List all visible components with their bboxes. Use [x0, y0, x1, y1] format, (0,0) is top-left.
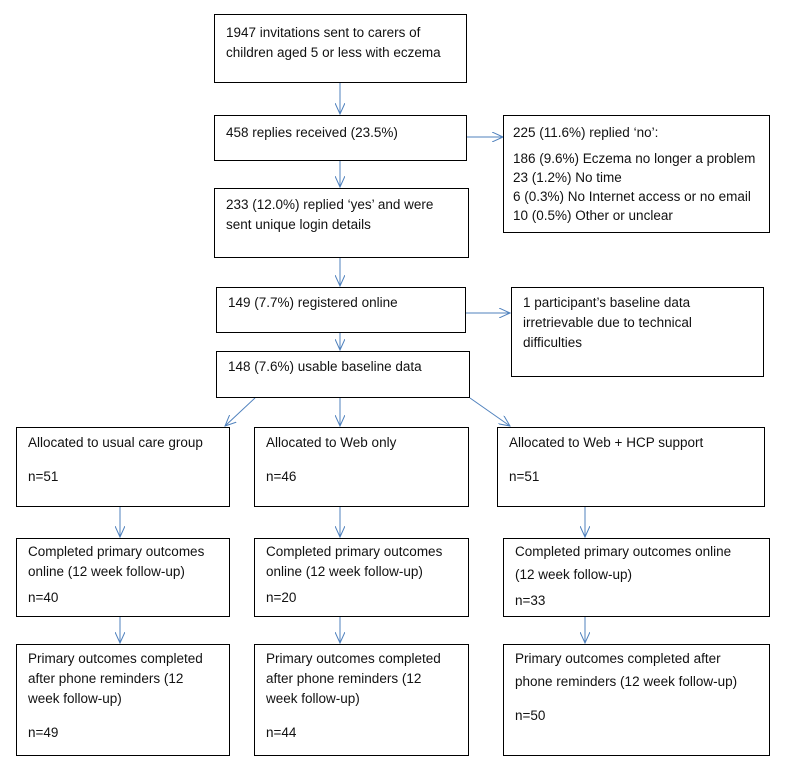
registered-line: 149 (7.7%) registered online: [228, 295, 398, 310]
alloc-hcp-title: Allocated to Web + HCP support: [509, 435, 704, 450]
alloc-web-title: Allocated to Web only: [266, 435, 397, 450]
invitations-line-1: 1947 invitations sent to carers of: [226, 25, 421, 40]
replied-no-box: 225 (11.6%) replied ‘no’: 186 (9.6%) Ecz…: [503, 115, 770, 233]
irretrievable-line-3: difficulties: [523, 335, 583, 350]
completed-hcp-line-2: (12 week follow-up): [515, 567, 633, 582]
arrow-usable-usual: [225, 397, 256, 426]
alloc-usual-box: Allocated to usual care group n=51: [16, 427, 230, 507]
phone-web-line-1: Primary outcomes completed: [266, 651, 441, 666]
replied-yes-line-2: sent unique login details: [226, 217, 371, 232]
phone-usual-line-2: after phone reminders (12: [28, 671, 184, 686]
replies-box: 458 replies received (23.5%): [214, 115, 467, 161]
completed-hcp-n: n=33: [515, 593, 546, 608]
alloc-hcp-n: n=51: [509, 469, 540, 484]
registered-box: 149 (7.7%) registered online: [216, 287, 466, 333]
completed-hcp-line-1: Completed primary outcomes online: [515, 544, 732, 559]
replied-no-item: 23 (1.2%) No time: [513, 170, 622, 185]
completed-usual-line-1: Completed primary outcomes: [28, 544, 205, 559]
completed-usual-line-2: online (12 week follow-up): [28, 564, 185, 579]
completed-usual-box: Completed primary outcomes online (12 we…: [16, 538, 230, 617]
phone-web-box: Primary outcomes completed after phone r…: [254, 644, 469, 756]
replied-no-title: 225 (11.6%) replied ‘no’:: [513, 125, 659, 140]
invitations-box: 1947 invitations sent to carers of child…: [214, 14, 467, 83]
completed-web-line-1: Completed primary outcomes: [266, 544, 443, 559]
replies-line: 458 replies received (23.5%): [226, 125, 398, 140]
replied-yes-box: 233 (12.0%) replied ‘yes’ and were sent …: [214, 188, 469, 258]
phone-usual-line-3: week follow-up): [28, 691, 122, 706]
completed-usual-n: n=40: [28, 590, 59, 605]
completed-web-n: n=20: [266, 590, 297, 605]
phone-web-n: n=44: [266, 725, 297, 740]
invitations-line-2: children aged 5 or less with eczema: [226, 45, 441, 60]
phone-web-line-2: after phone reminders (12: [266, 671, 422, 686]
alloc-web-n: n=46: [266, 469, 297, 484]
usable-box: 148 (7.6%) usable baseline data: [216, 351, 470, 398]
usable-line: 148 (7.6%) usable baseline data: [228, 359, 422, 374]
alloc-usual-title: Allocated to usual care group: [28, 435, 203, 450]
completed-hcp-box: Completed primary outcomes online (12 we…: [503, 538, 770, 617]
phone-usual-n: n=49: [28, 725, 59, 740]
phone-usual-box: Primary outcomes completed after phone r…: [16, 644, 230, 756]
irretrievable-box: 1 participant’s baseline data irretrieva…: [511, 287, 764, 377]
replied-no-item: 10 (0.5%) Other or unclear: [513, 208, 673, 223]
alloc-hcp-box: Allocated to Web + HCP support n=51: [497, 427, 765, 507]
completed-web-line-2: online (12 week follow-up): [266, 564, 423, 579]
arrow-usable-hcp: [469, 397, 510, 426]
replied-yes-line-1: 233 (12.0%) replied ‘yes’ and were: [226, 197, 434, 212]
irretrievable-line-1: 1 participant’s baseline data: [523, 295, 691, 310]
phone-usual-line-1: Primary outcomes completed: [28, 651, 203, 666]
phone-web-line-3: week follow-up): [266, 691, 360, 706]
phone-hcp-line-1: Primary outcomes completed after: [515, 651, 721, 666]
phone-hcp-box: Primary outcomes completed after phone r…: [503, 644, 770, 756]
replied-no-item: 186 (9.6%) Eczema no longer a problem: [513, 151, 756, 166]
replied-no-item: 6 (0.3%) No Internet access or no email: [513, 189, 751, 204]
phone-hcp-line-2: phone reminders (12 week follow-up): [515, 674, 738, 689]
irretrievable-line-2: irretrievable due to technical: [523, 315, 692, 330]
alloc-web-box: Allocated to Web only n=46: [254, 427, 469, 507]
phone-hcp-n: n=50: [515, 708, 546, 723]
alloc-usual-n: n=51: [28, 469, 59, 484]
completed-web-box: Completed primary outcomes online (12 we…: [254, 538, 469, 617]
